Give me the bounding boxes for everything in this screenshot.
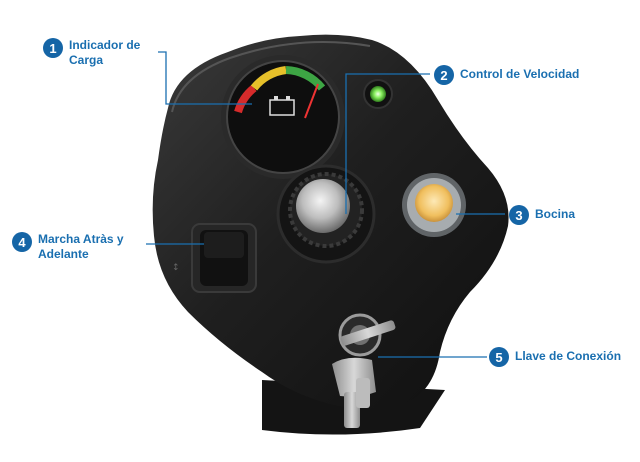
callout-label: Bocina [535,207,576,221]
callout-number: 3 [509,205,529,225]
green-led-icon [363,79,393,109]
gauge-red-zone [234,84,257,114]
callout-label: Indicador de Carga [69,38,141,67]
switch-direction-marks: ↕ [172,263,180,273]
callout-label: Llave de Conexión [515,349,622,363]
charge-indicator-gauge [221,55,345,179]
callout-number: 2 [434,65,454,85]
callout-ignition-key: 5 Llave de Conexión [489,347,621,367]
rocker-switch-icon[interactable] [191,223,257,293]
callout-label: Marcha Atràs y Adelante [38,232,124,261]
callout-charge-indicator: 1 Indicador de Carga [43,38,140,68]
callout-speed-control: 2 Control de Velocidad [434,65,579,85]
callout-number: 4 [12,232,32,252]
gauge-needle [304,83,319,119]
body-highlight [171,41,371,113]
gauge-green-zone [285,66,326,91]
horn-button-icon[interactable] [402,173,466,237]
callout-number: 1 [43,38,63,58]
gauge-yellow-zone [250,66,287,91]
callout-forward-reverse: 4 Marcha Atràs y Adelante [12,232,124,262]
leader-line-2 [345,73,430,214]
ignition-key-icon[interactable] [332,313,396,428]
leader-lines [146,51,505,358]
leader-line-1 [158,51,252,105]
speed-knob-icon[interactable] [276,164,376,264]
callout-label: Control de Velocidad [460,67,580,81]
callout-horn: 3 Bocina [509,205,575,225]
battery-icon [269,99,295,116]
callout-number: 5 [489,347,509,367]
